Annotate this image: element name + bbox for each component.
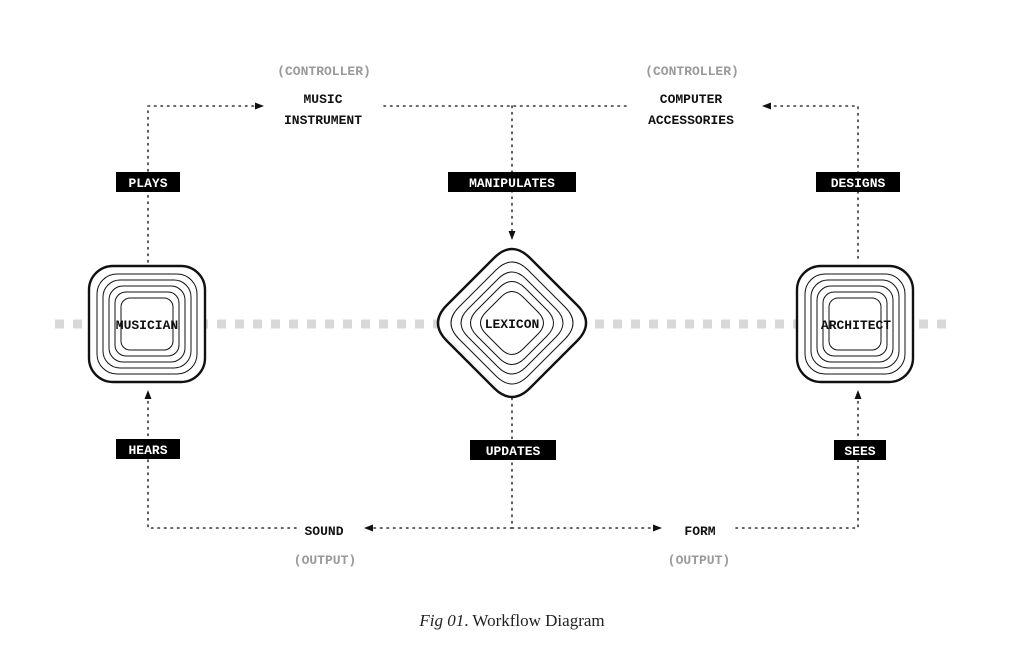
arrow-left-accessories [762,102,771,110]
lexicon-node-outline [436,247,588,399]
architect-node [795,264,915,384]
connector-sound-to-musician [147,395,297,529]
arrowheads [144,102,862,532]
arrow-right-form [653,524,662,532]
music-instrument-line2: INSTRUMENT [284,113,362,128]
hears-label: HEARS [128,443,167,458]
figure-title: . Workflow Diagram [464,611,605,630]
figure-caption: Fig 01. Workflow Diagram [0,611,1024,631]
connector-form-to-architect [735,395,859,529]
arrow-left-sound [364,524,373,532]
bottom-left-output-tag: (OUTPUT) [294,553,356,568]
designs-label: DESIGNS [831,176,886,191]
architect-label: ARCHITECT [821,318,891,333]
computer-accessories-line2: ACCESSORIES [648,113,734,128]
manipulates-label: MANIPULATES [469,176,555,191]
hears-label-box [116,439,180,459]
arrow-right-instrument [255,102,264,110]
bottom-right-output-tag: (OUTPUT) [668,553,730,568]
sees-label: SEES [844,444,875,459]
lexicon-label: LEXICON [485,317,540,332]
figure-number: Fig 01 [419,611,465,630]
sound-label: SOUND [304,524,343,539]
updates-label: UPDATES [486,444,541,459]
musician-label: MUSICIAN [116,318,178,333]
computer-accessories-line1: COMPUTER [660,92,723,107]
top-left-controller-tag: (CONTROLLER) [277,64,371,79]
plays-label-box [116,172,180,192]
plays-label: PLAYS [128,176,167,191]
arrow-up-musician [144,390,152,399]
edge-labels [116,172,900,460]
music-instrument-line1: MUSIC [303,92,342,107]
sees-label-box [834,440,886,460]
arrow-down-lexicon [508,231,516,240]
form-label: FORM [684,524,715,539]
musician-node [87,264,207,384]
connector-musician-to-instrument [147,105,263,263]
arrow-up-architect [854,390,862,399]
top-right-controller-tag: (CONTROLLER) [645,64,739,79]
manipulates-label-box [448,172,576,192]
designs-label-box [816,172,900,192]
lexicon-node [436,247,588,399]
updates-label-box [470,440,556,460]
